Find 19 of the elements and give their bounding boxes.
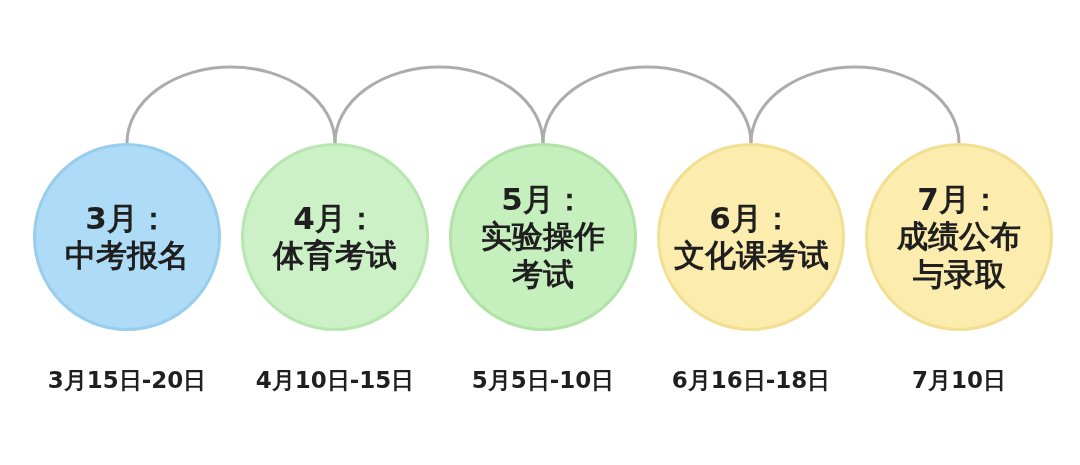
arc-connector <box>749 65 961 144</box>
month-heading: 7月： <box>917 181 1001 219</box>
arc-connector <box>541 65 753 144</box>
stage-label: 实验操作考试 <box>480 218 606 293</box>
date-range: 6月16日-18日 <box>670 366 832 395</box>
month-heading: 6月： <box>709 199 793 237</box>
stage-label: 成绩公布与录取 <box>896 218 1022 293</box>
arc-connector <box>125 65 337 144</box>
date-range: 3月15日-20日 <box>46 366 208 395</box>
arc-connector <box>333 65 545 144</box>
date-range: 4月10日-15日 <box>254 366 416 395</box>
date-range: 5月5日-10日 <box>470 366 616 395</box>
stage-label: 体育考试 <box>271 237 398 275</box>
stage-label: 文化课考试 <box>672 237 830 275</box>
stage-label: 中考报名 <box>64 237 190 275</box>
month-heading: 3月： <box>85 199 169 237</box>
date-range: 7月10日 <box>911 366 1007 395</box>
month-heading: 5月： <box>501 181 585 219</box>
month-heading: 4月： <box>293 199 377 237</box>
